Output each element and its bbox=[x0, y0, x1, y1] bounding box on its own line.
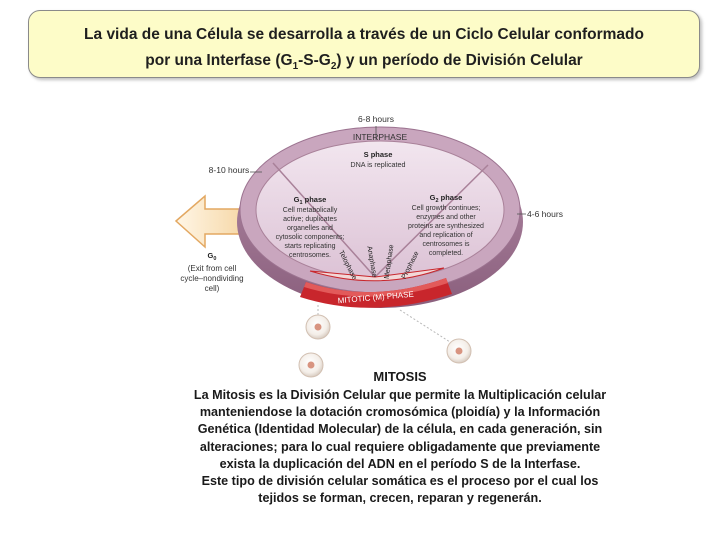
time-label-g1: 8-10 hours bbox=[209, 165, 250, 175]
mitosis-line: La Mitosis es la División Celular que pe… bbox=[193, 388, 607, 402]
daughter-cell-bottom bbox=[298, 352, 324, 378]
g1-desc-line: centrosomes. bbox=[289, 252, 331, 259]
g2-desc-line: Cell growth continues; bbox=[412, 205, 481, 212]
g2-desc-line: completed. bbox=[429, 250, 463, 257]
s-phase-desc: DNA is replicated bbox=[350, 160, 405, 169]
daughter-cell-right bbox=[446, 338, 472, 364]
g2-desc-line: proteins are synthesized bbox=[408, 223, 484, 230]
mitosis-line: exista la duplicación del ADN en el perí… bbox=[219, 456, 581, 471]
g1-desc-line: active; duplicates bbox=[283, 216, 337, 223]
g0-desc: (Exit from cell cycle–nondividing cell) bbox=[180, 264, 243, 293]
g1-desc-line: starts replicating bbox=[285, 243, 336, 250]
time-label-s: 6-8 hours bbox=[358, 114, 394, 124]
mitosis-line: tejidos se forman, crecen, reparan y reg… bbox=[258, 491, 542, 506]
g0-exit-arrow bbox=[174, 194, 244, 249]
time-label-g2: 4-6 hours bbox=[527, 209, 563, 219]
mitosis-line: Este tipo de división celular somática e… bbox=[201, 474, 599, 489]
mitosis-line: manteniendose la dotación cromosómica (p… bbox=[199, 405, 601, 420]
mitosis-body: La Mitosis es la División Celular que pe… bbox=[143, 387, 657, 507]
g2-phase-title: G2 phase bbox=[430, 193, 463, 204]
g0-desc-line: cycle–nondividing bbox=[180, 274, 243, 283]
dashed-arrow-right bbox=[399, 309, 451, 343]
mitosis-line: Genética (Identidad Molecular) de la cél… bbox=[197, 422, 603, 437]
g2-desc-line: centrosomes is bbox=[422, 241, 470, 248]
g1-desc-line: Cell metabolically bbox=[283, 207, 338, 214]
g0-desc-line: cell) bbox=[205, 284, 220, 293]
g2-phase-desc: Cell growth continues; enzymes and other… bbox=[408, 205, 484, 257]
mitosis-title: MITOSIS bbox=[373, 369, 427, 384]
mitotic-band-highlight bbox=[304, 278, 448, 297]
daughter-cell-top bbox=[305, 314, 331, 340]
interphase-label: INTERPHASE bbox=[353, 132, 408, 142]
title-line-1: La vida de una Célula se desarrolla a tr… bbox=[84, 26, 644, 43]
divider-left bbox=[272, 162, 376, 278]
g2-desc-line: and replication of bbox=[419, 232, 472, 239]
g0-desc-line: (Exit from cell bbox=[188, 264, 237, 273]
mitosis-line: alteraciones; para lo cual requiere obli… bbox=[199, 439, 601, 454]
divider-right bbox=[374, 164, 489, 278]
g1-phase-desc: Cell metabolically active; duplicates or… bbox=[276, 207, 345, 259]
mitotic-wedge bbox=[309, 267, 445, 282]
g1-phase-title: G1 phase bbox=[294, 195, 327, 206]
title-line-2: por una Interfase (G1-S-G2) y un período… bbox=[145, 52, 583, 73]
g1-desc-line: organelles and bbox=[287, 225, 333, 232]
g1-desc-line: cytosolic components; bbox=[276, 234, 345, 241]
metaphase-label: Metaphase bbox=[384, 244, 396, 279]
s-phase-title: S phase bbox=[364, 150, 393, 159]
g0-title: G0 bbox=[208, 251, 217, 262]
g2-desc-line: enzymes and other bbox=[416, 214, 476, 221]
title-box: La vida de una Célula se desarrolla a tr… bbox=[28, 10, 700, 78]
